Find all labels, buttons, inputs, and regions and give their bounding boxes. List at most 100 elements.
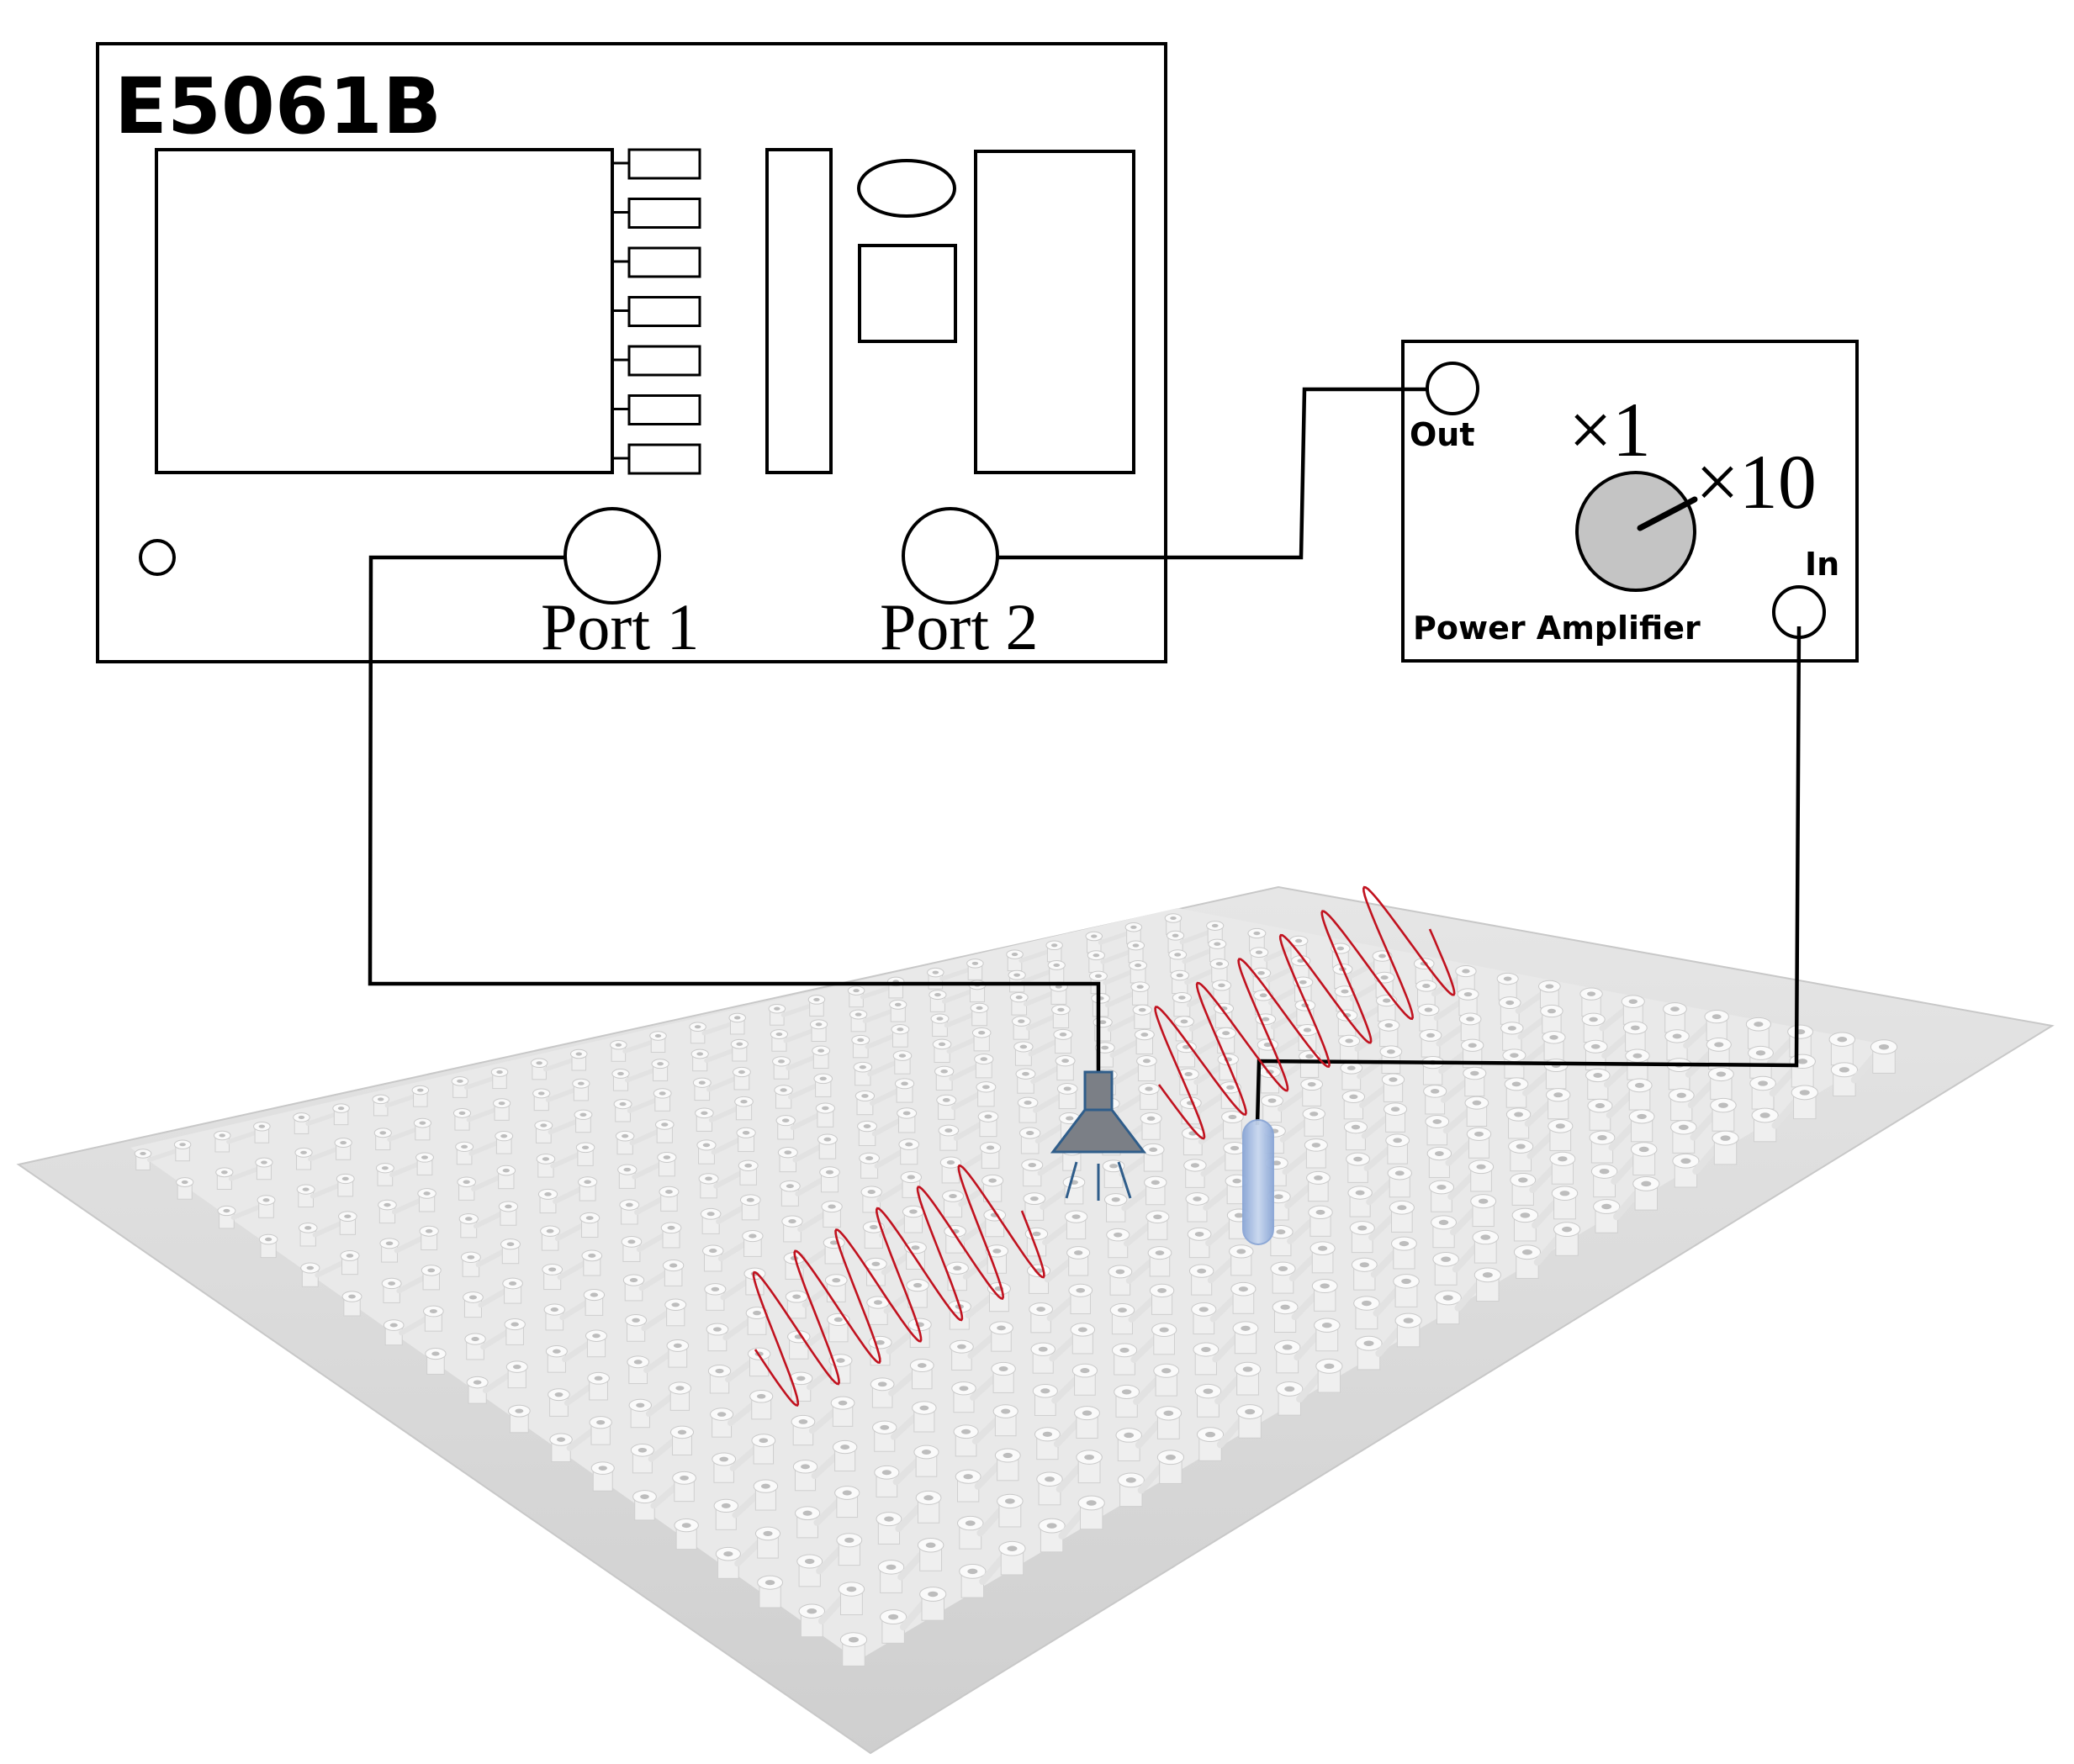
lattice-cell xyxy=(1181,1122,1228,1156)
lattice-cell xyxy=(1423,1079,1469,1115)
lattice-cell xyxy=(712,1446,758,1483)
lattice-cell xyxy=(1021,1154,1067,1187)
lattice-cell xyxy=(1510,1165,1557,1206)
lattice-cell xyxy=(994,1448,1021,1481)
lattice-cell xyxy=(1381,1073,1405,1102)
lattice-cell xyxy=(971,1027,992,1052)
lattice-cell xyxy=(798,1595,845,1638)
lattice-cell xyxy=(774,1083,819,1109)
lattice-cell xyxy=(1455,965,1477,992)
lattice-cell xyxy=(1496,972,1519,1001)
lattice-cell xyxy=(611,1068,657,1091)
lattice-cell xyxy=(1463,1066,1487,1097)
lattice-cell xyxy=(706,1318,752,1352)
lattice-cell xyxy=(1288,935,1309,960)
lattice-cell xyxy=(839,1632,868,1666)
lattice-cell xyxy=(775,1112,821,1140)
lattice-cell xyxy=(466,1371,512,1404)
lattice-cell xyxy=(1579,987,1603,1017)
lattice-cell xyxy=(902,1205,924,1233)
amplifier-name-label: Power Amplifier xyxy=(1413,610,1701,647)
lattice-cell xyxy=(785,1286,831,1319)
lattice-cell xyxy=(956,1508,1004,1550)
lattice-cell xyxy=(617,1162,663,1189)
lattice-cell xyxy=(581,1249,603,1276)
lattice-cell xyxy=(1270,1254,1317,1294)
lattice-cell xyxy=(258,1233,278,1259)
lattice-cell xyxy=(1129,959,1148,984)
lattice-plate xyxy=(16,885,2055,1755)
lattice-cell xyxy=(1108,1259,1155,1296)
lattice-cell xyxy=(1064,1210,1088,1240)
lattice-cell xyxy=(1311,1278,1338,1312)
lattice-cell xyxy=(1045,940,1063,963)
lattice-cell xyxy=(860,1182,907,1213)
lattice-cell xyxy=(1034,1419,1082,1460)
lattice-cell xyxy=(939,1153,986,1184)
lattice-cell xyxy=(754,1526,781,1559)
lattice-cell xyxy=(217,1204,262,1229)
lattice-cell xyxy=(836,1533,863,1566)
lattice-cell xyxy=(1464,1096,1489,1127)
lattice-cell xyxy=(849,1008,894,1033)
lattice-cell xyxy=(463,1288,508,1318)
lattice-cell xyxy=(1505,1101,1553,1139)
lattice-cell xyxy=(610,1039,654,1062)
lattice-cell xyxy=(977,1111,999,1138)
lattice-cell xyxy=(1672,1144,1719,1188)
lattice-cell xyxy=(1141,1143,1165,1172)
lattice-cell xyxy=(419,1225,439,1250)
lattice-cell xyxy=(1215,1027,1236,1054)
lattice-cell xyxy=(1032,1376,1079,1416)
softkey-button xyxy=(612,198,701,229)
lattice-cell xyxy=(298,1221,343,1247)
lattice-cell xyxy=(854,1088,900,1116)
lattice-cell xyxy=(425,1348,447,1375)
lattice-cell xyxy=(906,1279,929,1308)
lattice-cell xyxy=(413,1117,431,1141)
lattice-cell xyxy=(1183,1154,1230,1188)
lattice-cell xyxy=(1549,1151,1576,1185)
port-2-label: Port 2 xyxy=(880,590,1039,663)
lattice-cell xyxy=(1012,1014,1057,1040)
lattice-cell xyxy=(813,1073,833,1097)
lattice-cell xyxy=(336,1173,355,1197)
lattice-cell xyxy=(1234,1361,1262,1396)
lattice-cell xyxy=(1111,1335,1158,1376)
lattice-cell xyxy=(894,1078,915,1103)
lattice-cell xyxy=(976,1081,997,1107)
lattice-cell xyxy=(909,1359,934,1390)
lattice-cell xyxy=(669,1425,695,1456)
lattice-cell xyxy=(1013,1038,1059,1066)
lattice-cell xyxy=(660,1222,682,1249)
lattice-cell xyxy=(1710,1097,1737,1132)
lattice-cell xyxy=(1221,1111,1244,1139)
lattice-cell xyxy=(332,1103,350,1126)
lattice-cell xyxy=(379,1235,425,1263)
lattice-cell xyxy=(892,1050,913,1075)
lattice-cell xyxy=(1622,1021,1648,1052)
lattice-cell xyxy=(1117,1464,1165,1508)
lattice-cell xyxy=(1106,1223,1152,1259)
lattice-cell xyxy=(625,1310,670,1342)
lattice-cell xyxy=(880,1600,927,1644)
lattice-cell xyxy=(1457,988,1479,1017)
lattice-cell xyxy=(713,1492,760,1530)
lattice-cell xyxy=(827,1312,850,1343)
lattice-cell xyxy=(490,1067,509,1090)
lattice-cell xyxy=(1513,1235,1561,1279)
cable-port1-to-speaker xyxy=(368,555,1101,1072)
cables xyxy=(368,387,1802,1126)
softkey-button xyxy=(612,148,701,180)
lattice-cell xyxy=(1145,1210,1170,1240)
lattice-cell xyxy=(874,1458,921,1497)
lattice-cell xyxy=(1304,1138,1328,1169)
gain-x10-label: ×10 xyxy=(1696,439,1817,525)
lattice-cell xyxy=(619,1196,664,1225)
lattice-cell xyxy=(929,989,973,1012)
lattice-cell xyxy=(1176,1038,1221,1068)
gain-x1-label: ×1 xyxy=(1569,387,1651,473)
lattice-cell xyxy=(548,1383,594,1417)
lattice-cell xyxy=(1504,1071,1551,1108)
lattice-cell xyxy=(1230,1281,1257,1314)
